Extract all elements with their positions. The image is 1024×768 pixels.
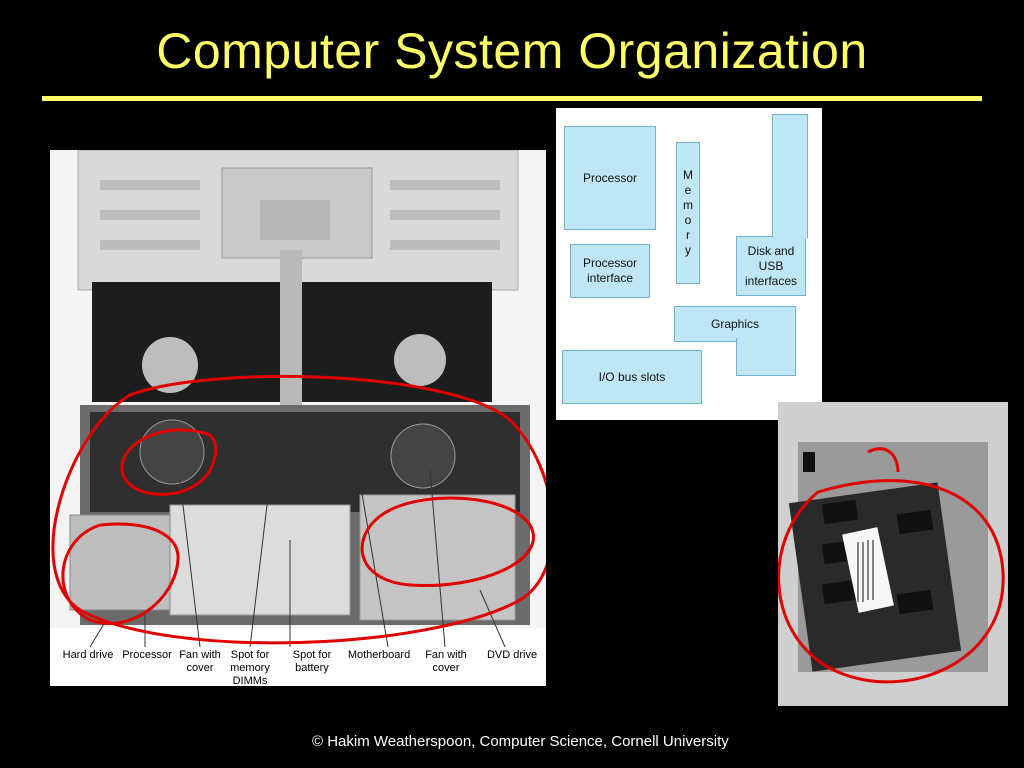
memory-letter: o — [684, 213, 692, 227]
block-graphics: Graphics — [674, 306, 796, 342]
block-disk-usb: Disk and USB interfaces — [736, 236, 806, 296]
block-graphics-tail — [736, 338, 796, 376]
caption-fan-right: Fan with cover — [425, 649, 467, 674]
memory-letter: y — [685, 243, 691, 257]
slide-footer: © Hakim Weatherspoon, Computer Science, … — [312, 733, 729, 750]
memory-letter: M — [683, 168, 693, 182]
block-io-bus: I/O bus slots — [562, 350, 702, 404]
caption-hard-drive: Hard drive — [62, 649, 114, 661]
memory-module-illustration — [778, 402, 1008, 706]
caption-battery-spot: Spot for battery — [292, 649, 332, 674]
laptop-internals-photo: Hard drive Processor Fan with cover Spot… — [50, 150, 546, 686]
caption-processor: Processor — [122, 649, 172, 661]
memory-letter: m — [683, 198, 693, 212]
title-underline — [42, 96, 982, 101]
system-block-diagram: Processor M e m o r y Processor interfac… — [556, 108, 822, 420]
memory-letter: e — [684, 183, 692, 197]
slide-title: Computer System Organization — [156, 23, 868, 79]
memory-letter: r — [686, 228, 690, 242]
laptop-illustration — [50, 150, 546, 686]
block-disk-usb-column — [772, 114, 808, 238]
block-processor-interface: Processor interface — [570, 244, 650, 298]
caption-motherboard: Motherboard — [347, 649, 411, 661]
caption-memory-spot: Spot for memory DIMMs — [230, 649, 270, 686]
memory-module-photo — [778, 402, 1008, 706]
block-processor: Processor — [564, 126, 656, 230]
caption-dvd: DVD drive — [486, 649, 538, 661]
block-memory: M e m o r y — [676, 142, 700, 284]
caption-fan-left: Fan with cover — [179, 649, 221, 674]
